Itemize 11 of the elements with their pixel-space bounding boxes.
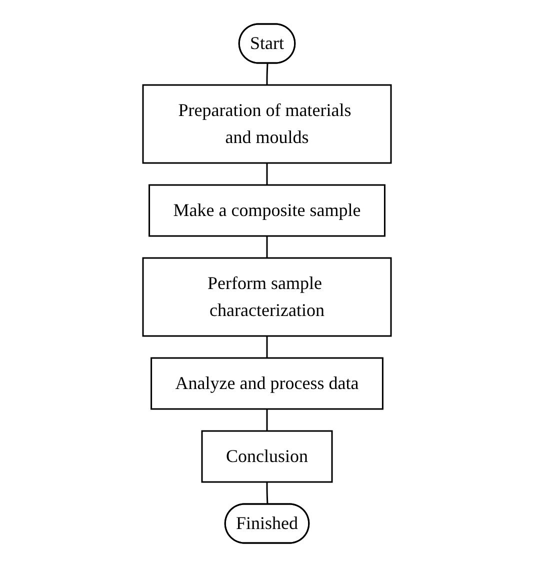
node-box: Conclusion	[201, 430, 333, 483]
node-box: Analyze and process data	[150, 357, 384, 410]
connector	[266, 163, 268, 185]
node-box: Preparation of materials and moulds	[142, 84, 392, 164]
connector	[266, 236, 268, 258]
connector	[266, 409, 268, 431]
connector	[266, 482, 268, 505]
node-box: Perform sample characterization	[142, 257, 392, 337]
connector	[266, 336, 268, 358]
connector	[266, 63, 268, 85]
node-box: Make a composite sample	[148, 184, 386, 237]
